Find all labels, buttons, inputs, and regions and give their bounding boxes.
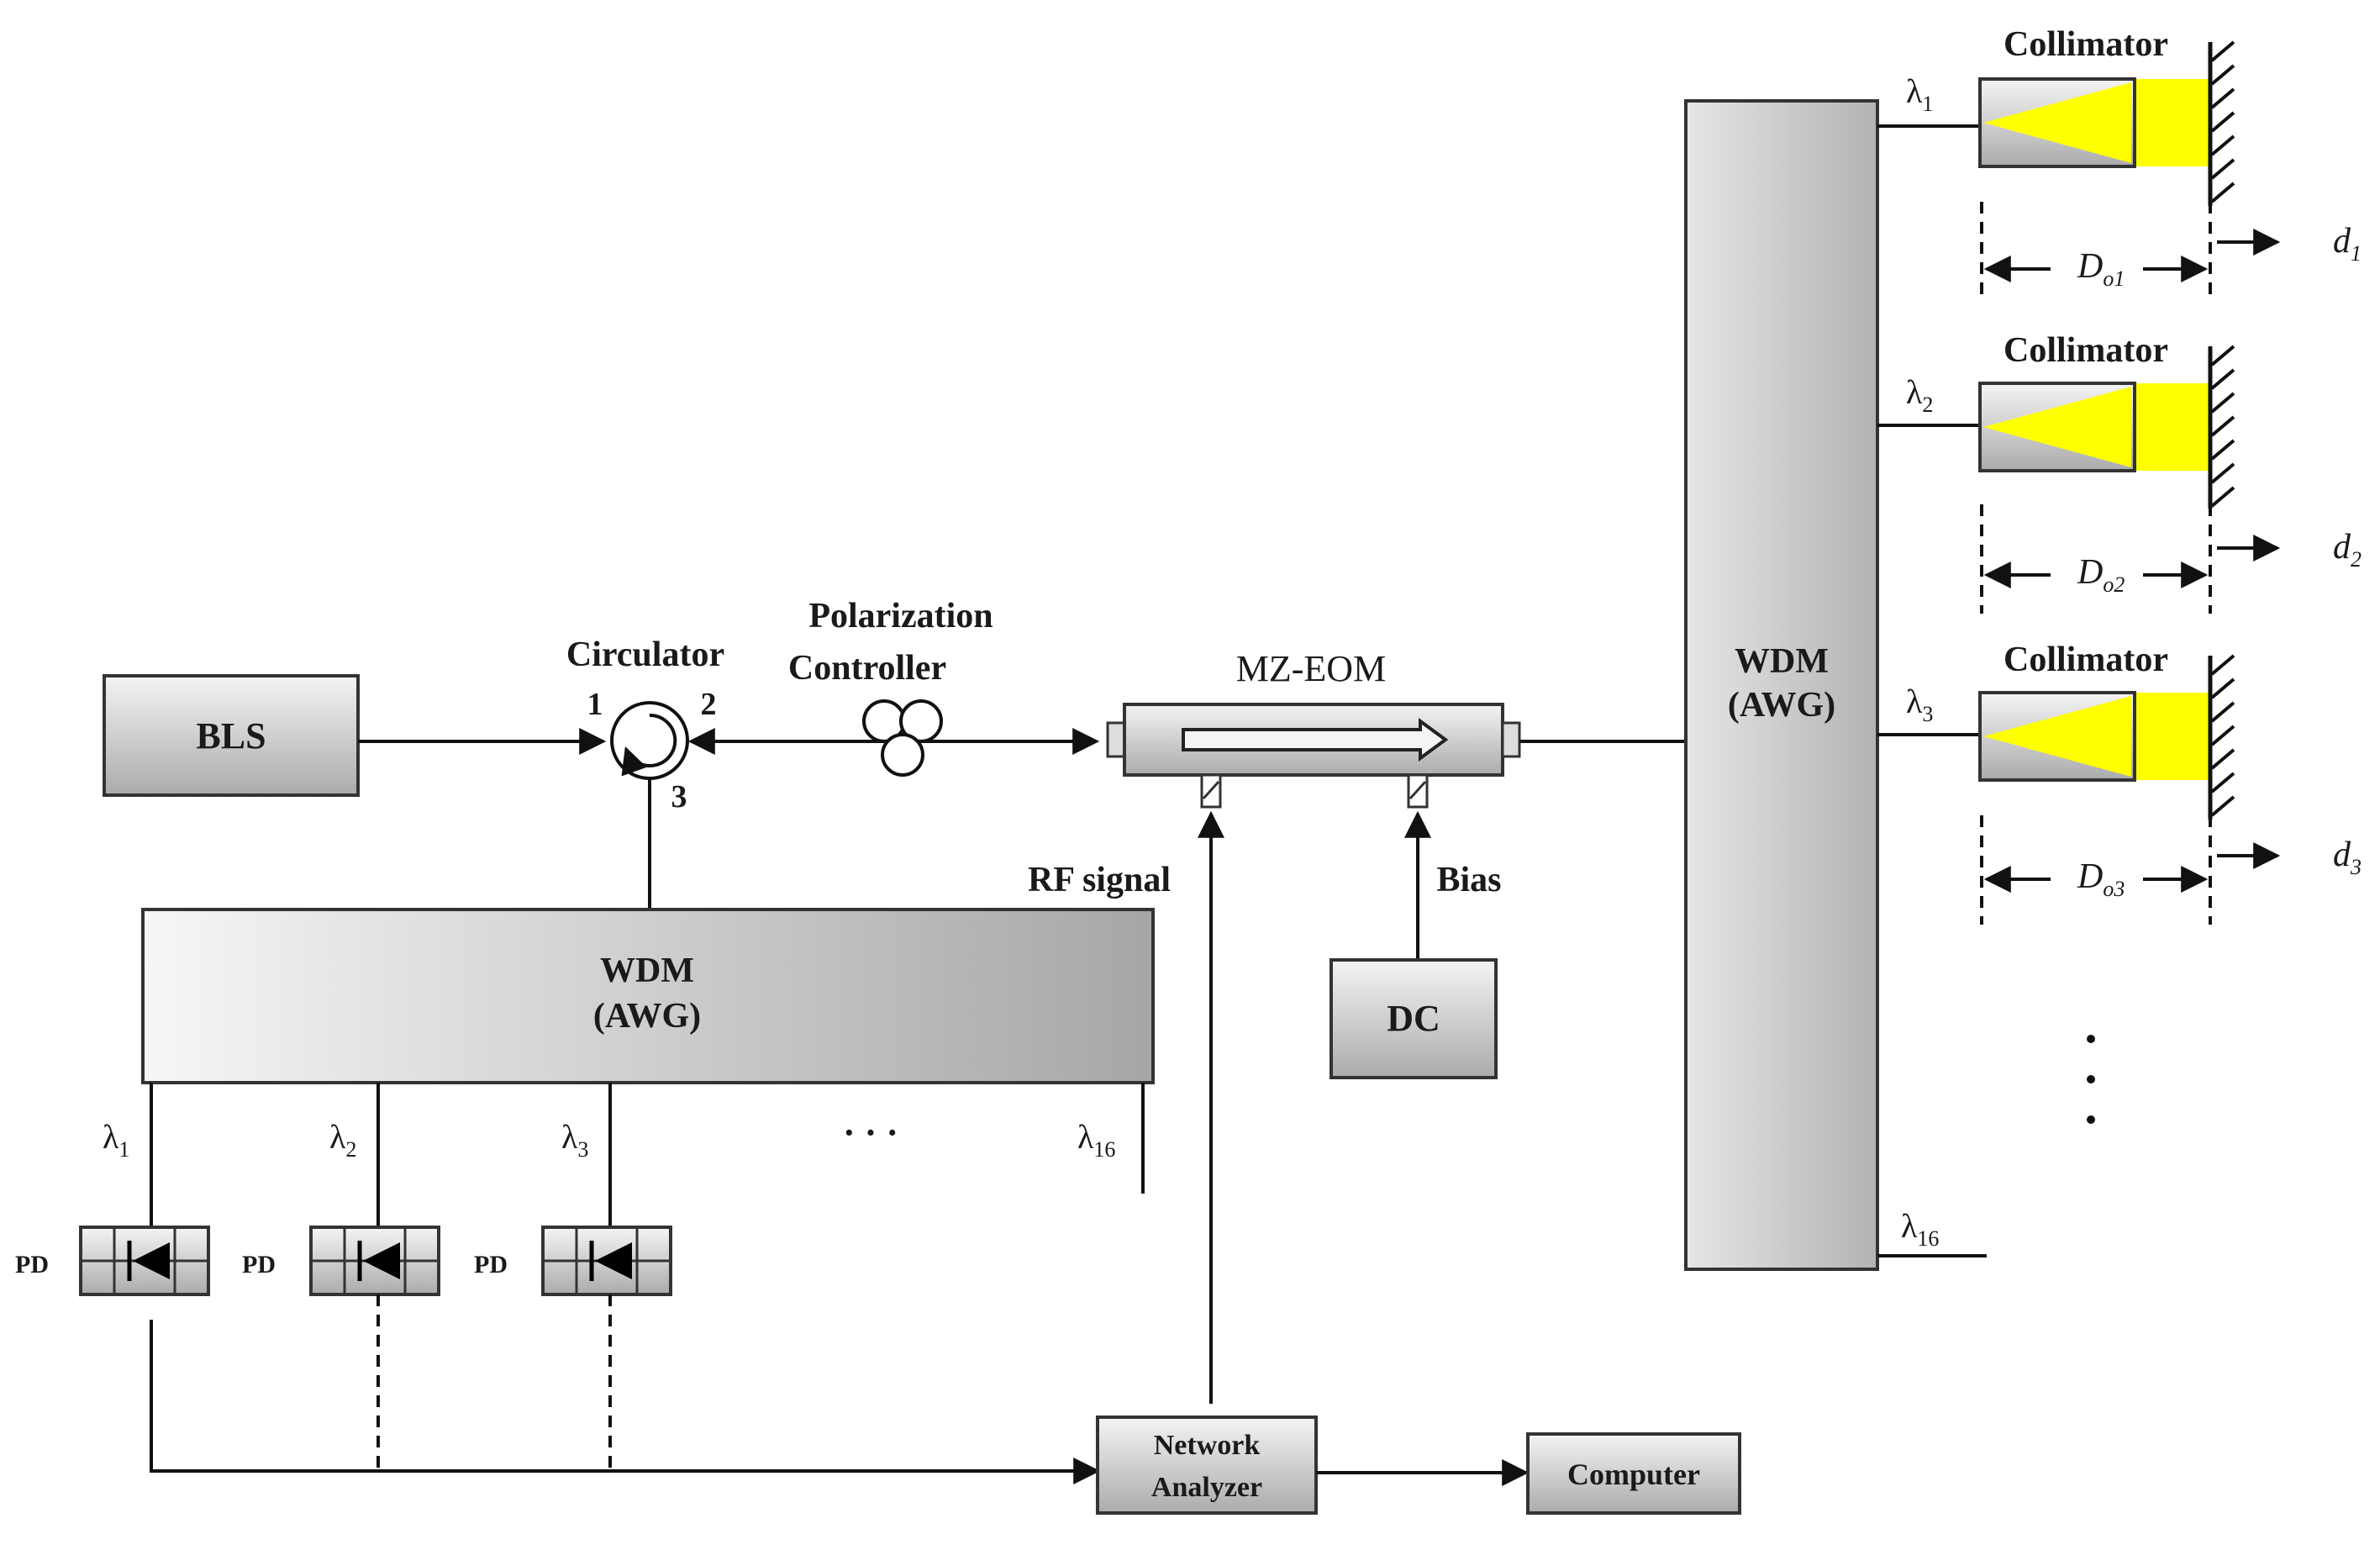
dc-label: DC xyxy=(1387,998,1440,1039)
wdm-right-box: WDM (AWG) xyxy=(1684,99,1879,1271)
right-lambda-2: λ2 xyxy=(1906,373,1933,417)
polarization-loop-icon xyxy=(881,733,924,777)
diode-icon xyxy=(363,1242,400,1279)
wdm-left-label-line2: (AWG) xyxy=(593,997,701,1036)
svg-text:λ2: λ2 xyxy=(1906,373,1933,417)
right-lambda-1: λ1 xyxy=(1906,72,1933,116)
sensor-unit-1: Collimator Do1 d1 xyxy=(1978,25,2362,303)
left-lambda-3: λ3 xyxy=(561,1118,588,1162)
svg-text:λ3: λ3 xyxy=(561,1118,588,1162)
bias-label: Bias xyxy=(1436,861,1501,899)
displacement-label: d1 xyxy=(2333,222,2362,266)
pd-label: PD xyxy=(15,1251,49,1278)
svg-text:λ16: λ16 xyxy=(1901,1207,1939,1251)
bls-label: BLS xyxy=(196,715,266,757)
mirror-hatching xyxy=(2210,654,2235,817)
network-analyzer-label-line1: Network xyxy=(1154,1430,1261,1461)
diode-icon xyxy=(133,1242,170,1279)
svg-text:λ16: λ16 xyxy=(1077,1118,1115,1162)
collimator-cone xyxy=(1983,82,2131,163)
circulator-label: Circulator xyxy=(566,635,724,674)
sensor-unit-2: Collimator Do2 d2 xyxy=(1978,331,2362,614)
polarization-label-line1: Polarization xyxy=(808,597,993,635)
diode-icon xyxy=(595,1242,632,1279)
svg-text:λ1: λ1 xyxy=(1906,72,1933,116)
pd-label: PD xyxy=(474,1251,508,1278)
distance-label: Do3 xyxy=(2077,857,2125,901)
circulator-port-2: 2 xyxy=(701,687,717,722)
left-lambda-2: λ2 xyxy=(329,1118,356,1162)
svg-text:λ1: λ1 xyxy=(103,1118,129,1162)
displacement-label: d3 xyxy=(2333,836,2362,879)
photodiode-3: PD xyxy=(474,1226,672,1296)
circulator-port-3: 3 xyxy=(671,779,687,815)
network-analyzer-label-line2: Analyzer xyxy=(1151,1472,1262,1503)
bls-box: BLS xyxy=(103,674,360,797)
wdm-right-label-line1: WDM xyxy=(1735,642,1829,681)
computer-box: Computer xyxy=(1526,1432,1741,1515)
circulator: Circulator 1 2 3 xyxy=(566,635,724,815)
circulator-rotation-icon xyxy=(621,713,677,777)
right-lambda-16: λ16 xyxy=(1901,1207,1939,1251)
right-channels-vertical-ellipsis xyxy=(2087,1035,2095,1124)
modulator-arrow-icon xyxy=(1182,718,1449,762)
collimator-cone xyxy=(1983,387,2131,467)
mirror-hatching xyxy=(2210,345,2235,508)
light-beam xyxy=(2135,693,2209,780)
photodiode-2: PD xyxy=(242,1226,440,1296)
left-lambda-1: λ1 xyxy=(103,1118,129,1162)
pd-label: PD xyxy=(242,1251,276,1278)
distance-label: Do2 xyxy=(2077,553,2125,597)
wdm-left-label-line1: WDM xyxy=(600,952,694,990)
rf-signal-label: RF signal xyxy=(1028,861,1171,899)
light-beam xyxy=(2135,383,2209,471)
computer-label: Computer xyxy=(1567,1458,1700,1491)
svg-text:λ3: λ3 xyxy=(1906,683,1933,726)
network-analyzer-box: Network Analyzer xyxy=(1096,1416,1318,1515)
collimator-label: Collimator xyxy=(2004,641,2168,679)
photodiode-1: PD xyxy=(15,1226,210,1296)
pd-to-analyzer-line xyxy=(150,1320,1101,1484)
svg-text:λ2: λ2 xyxy=(329,1118,356,1162)
distance-label: Do1 xyxy=(2077,247,2125,291)
left-lambda-16: λ16 xyxy=(1077,1118,1115,1162)
right-lambda-3: λ3 xyxy=(1906,683,1933,726)
left-channels-ellipsis: · · · xyxy=(843,1112,898,1153)
mz-eom-label: MZ-EOM xyxy=(1236,648,1386,689)
mz-eom-modulator: MZ-EOM xyxy=(1106,648,1521,809)
collimator-label: Collimator xyxy=(2004,25,2168,64)
polarization-label-line2: Controller xyxy=(788,649,946,688)
circulator-port-1: 1 xyxy=(587,687,603,722)
collimator-cone xyxy=(1983,696,2131,777)
dc-source-box: DC xyxy=(1330,958,1498,1079)
wdm-right-label-line2: (AWG) xyxy=(1728,686,1835,725)
polarization-controller: Polarization Controller xyxy=(788,597,993,777)
collimator-label: Collimator xyxy=(2004,331,2168,370)
mirror-hatching xyxy=(2210,40,2235,203)
light-beam xyxy=(2135,79,2209,166)
sensor-unit-3: Collimator Do3 d3 xyxy=(1978,641,2362,925)
wdm-left-box: WDM (AWG) xyxy=(141,908,1155,1084)
displacement-label: d2 xyxy=(2333,528,2362,572)
polarization-loop-icon xyxy=(899,699,943,743)
